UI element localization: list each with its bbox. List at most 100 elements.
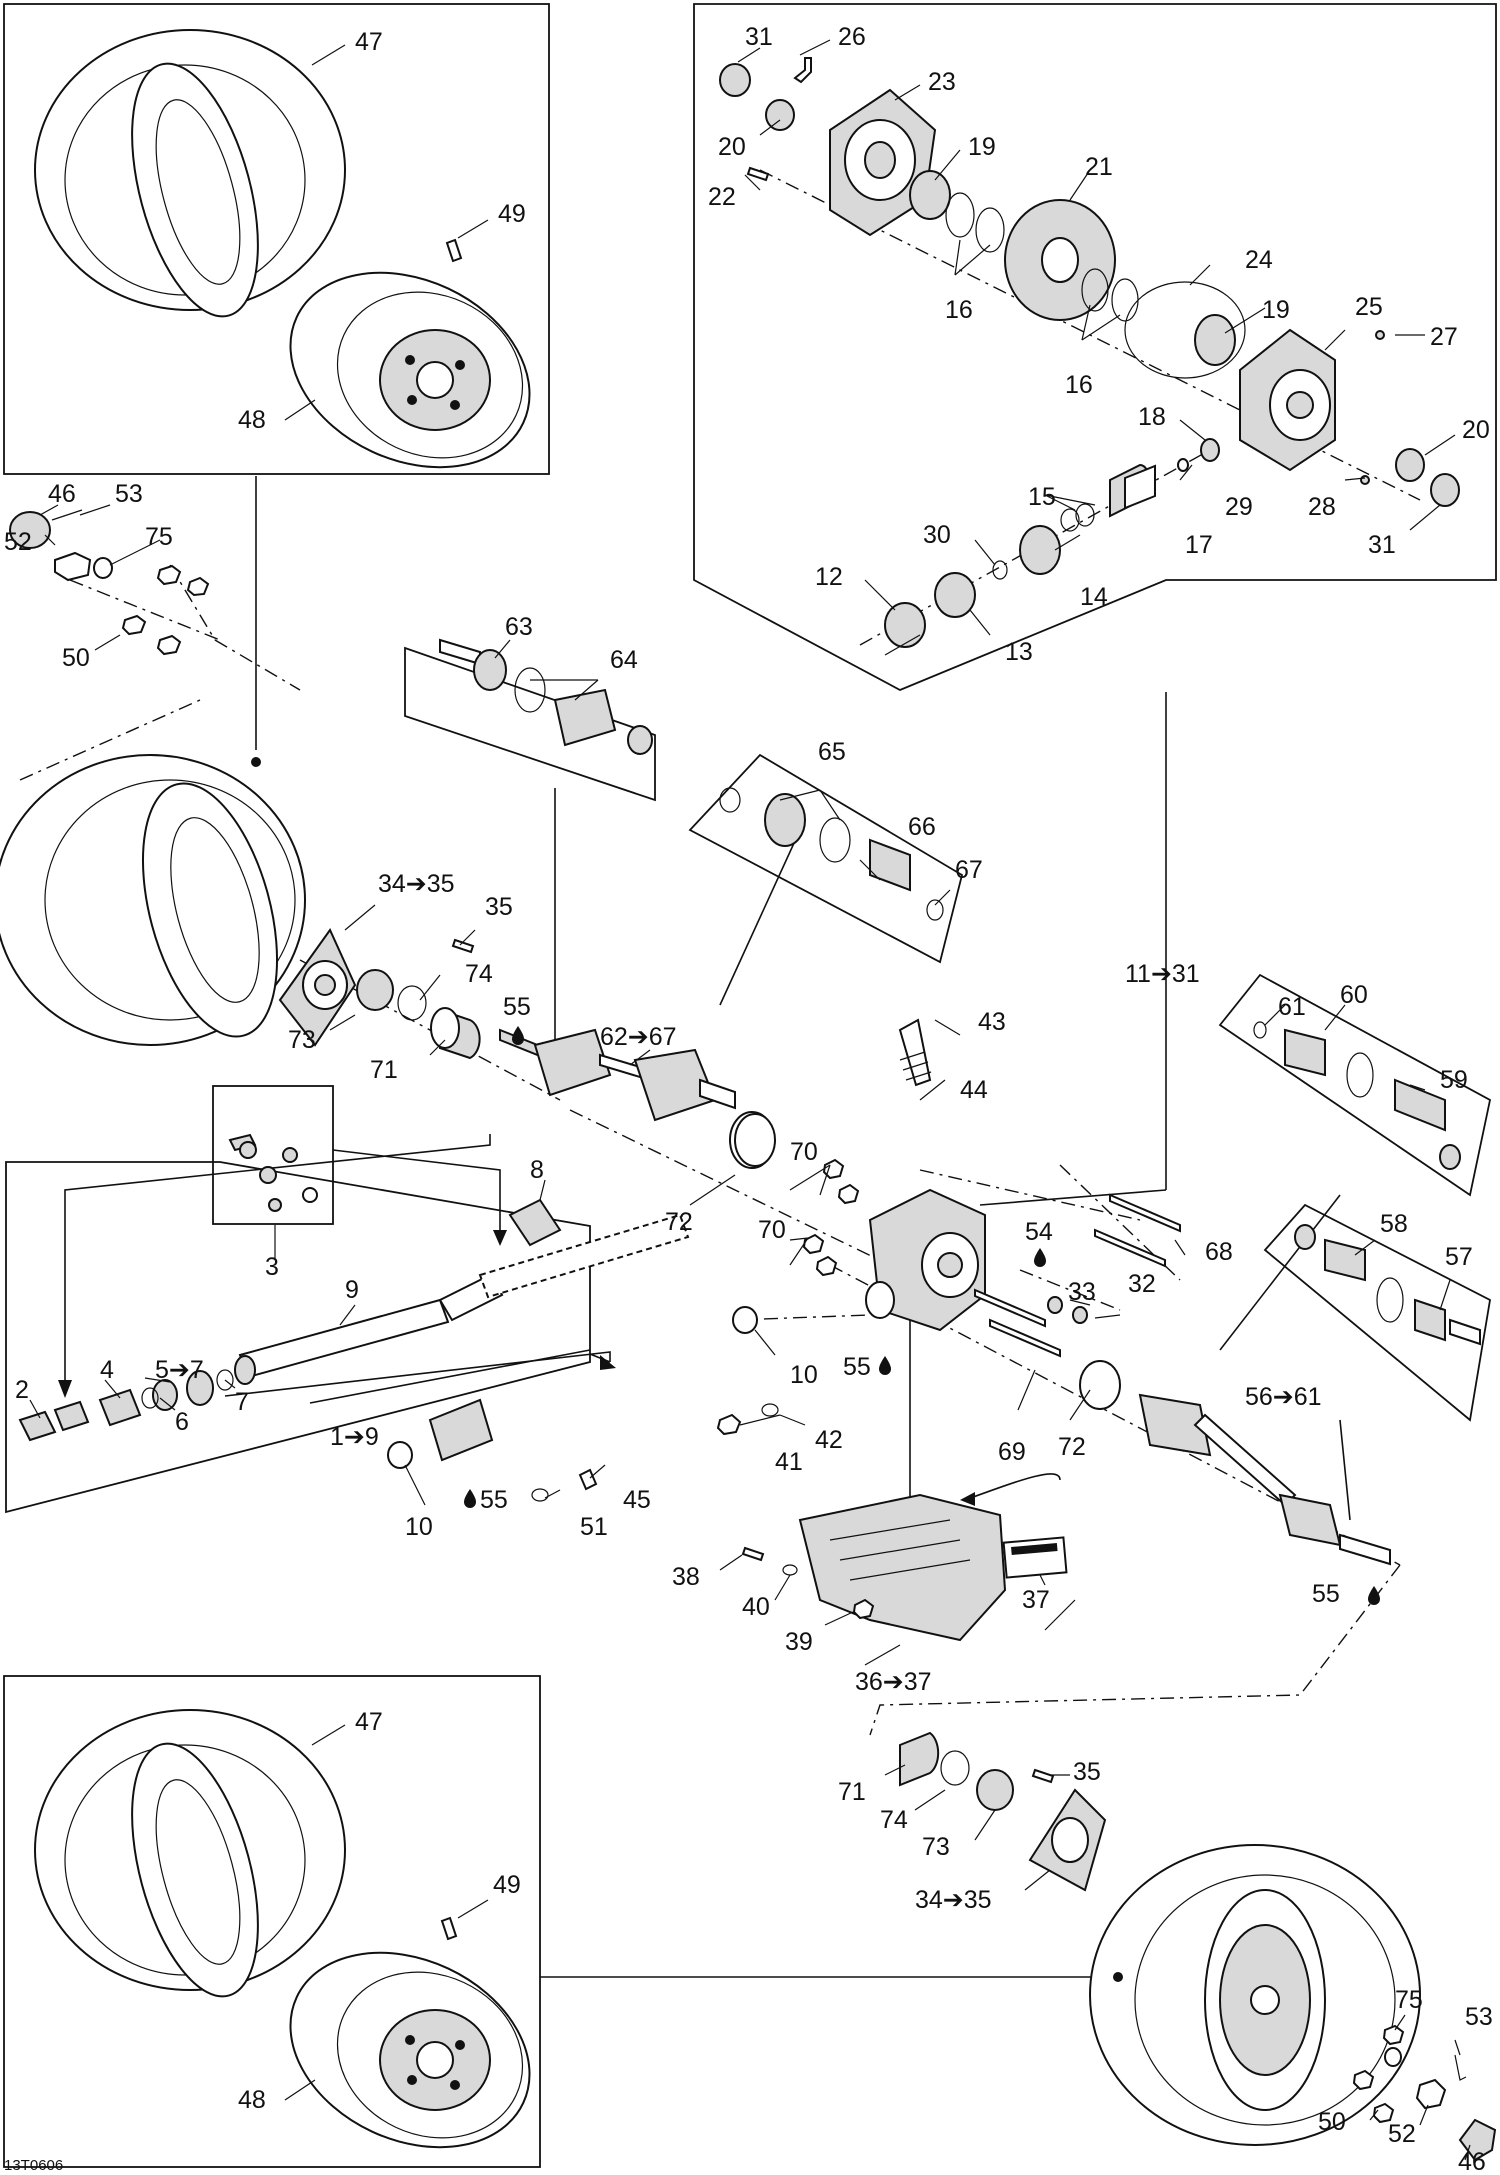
label-75-bottom: 75 [1395,1986,1423,2014]
label-19-b: 19 [1262,296,1290,324]
tire-bottom-left [34,1709,346,1998]
label-47-bottom: 47 [355,1708,383,1736]
tire-front-left [0,754,306,1046]
label-73-bottom: 73 [922,1833,950,1861]
label-5-7: 5➔7 [155,1356,204,1384]
label-2: 2 [15,1376,29,1404]
label-75-top: 75 [145,523,173,551]
label-39: 39 [785,1628,813,1656]
oil-drop-icon-55a [512,1026,524,1045]
oil-drop-icon-55b [879,1356,891,1375]
label-55-c: 55 [480,1486,508,1514]
label-9: 9 [345,1276,359,1304]
label-4: 4 [100,1356,114,1384]
label-53-top: 53 [115,480,143,508]
label-42: 42 [815,1426,843,1454]
front-wheel-box-top [3,3,550,475]
oil-drop-icon-54 [1034,1248,1046,1267]
label-20-b: 20 [1462,416,1490,444]
label-7: 7 [235,1388,249,1416]
label-13: 13 [1005,638,1033,666]
rear-differential-housing [734,1018,1181,1410]
label-56-61: 56➔61 [1245,1383,1322,1411]
label-1-9: 1➔9 [330,1423,379,1451]
oil-drop-icon-55c [464,1489,476,1508]
label-72-b: 72 [1058,1433,1086,1461]
label-16-b: 16 [1065,371,1093,399]
label-14: 14 [1080,583,1108,611]
hub-front-left [278,928,481,1060]
label-28: 28 [1308,493,1336,521]
label-46-top: 46 [48,480,76,508]
label-58: 58 [1380,1210,1408,1238]
label-29: 29 [1225,493,1253,521]
label-60: 60 [1340,981,1368,1009]
label-6: 6 [175,1408,189,1436]
box-59-61 [1218,973,1492,1197]
label-33: 33 [1068,1278,1096,1306]
drive-shaft-box [5,1161,591,1514]
label-10-a: 10 [790,1361,818,1389]
label-3: 3 [265,1253,279,1281]
label-35-top: 35 [485,893,513,921]
label-leaders [29,39,1471,2161]
label-65: 65 [818,738,846,766]
propeller-shaft [18,1133,779,1502]
label-18: 18 [1138,403,1166,431]
label-40: 40 [742,1593,770,1621]
label-8: 8 [530,1156,544,1184]
rear-drive-shaft [1138,1021,1481,1566]
box-65-67 [688,753,964,964]
label-70-a: 70 [790,1138,818,1166]
label-68: 68 [1205,1238,1233,1266]
label-37: 37 [1022,1586,1050,1614]
hub-cap-nut-group-top [9,509,210,656]
label-17: 17 [1185,531,1213,559]
differential-parts [719,57,1460,648]
label-50-bottom: 50 [1318,2108,1346,2136]
label-21: 21 [1085,153,1113,181]
u-joint-kit-box [212,1085,334,1225]
label-27: 27 [1430,323,1458,351]
hub-rear-right [899,1731,1107,1892]
label-25: 25 [1355,293,1383,321]
label-52-bottom: 52 [1388,2120,1416,2148]
rim-top-left [289,238,531,469]
label-64: 64 [610,646,638,674]
label-24: 24 [1245,246,1273,274]
label-15: 15 [1028,483,1056,511]
label-69: 69 [998,1438,1026,1466]
tire-top-left [34,29,346,318]
label-72-a: 72 [665,1208,693,1236]
figure-id: 13T0606 [4,2157,63,2174]
label-73-top: 73 [288,1026,316,1054]
label-41: 41 [775,1448,803,1476]
label-32: 32 [1128,1270,1156,1298]
label-22: 22 [708,183,736,211]
label-55-a: 55 [503,993,531,1021]
label-50-top: 50 [62,644,90,672]
label-49-bottom: 49 [493,1871,521,1899]
label-43: 43 [978,1008,1006,1036]
label-34-35-top: 34➔35 [378,870,455,898]
label-11-31: 11➔31 [1125,960,1200,988]
label-66: 66 [908,813,936,841]
label-20-top: 20 [718,133,746,161]
part-labels: 47 49 48 46 53 75 52 50 31 26 23 20 19 2… [4,23,1493,2175]
label-26: 26 [838,23,866,51]
label-61: 61 [1278,993,1306,1021]
label-30: 30 [923,521,951,549]
label-44: 44 [960,1076,988,1104]
label-36-37: 36➔37 [855,1668,932,1696]
tire-rear-right [1089,1844,1421,2146]
label-35-bottom: 35 [1073,1758,1101,1786]
label-51: 51 [580,1513,608,1541]
hub-cap-nut-group-bottom [1352,2024,1497,2162]
label-31-b: 31 [1368,531,1396,559]
label-67: 67 [955,856,983,884]
label-57: 57 [1445,1243,1473,1271]
rim-bottom-left [289,1916,531,2149]
label-46-bottom: 46 [1458,2148,1486,2175]
label-16-a: 16 [945,296,973,324]
